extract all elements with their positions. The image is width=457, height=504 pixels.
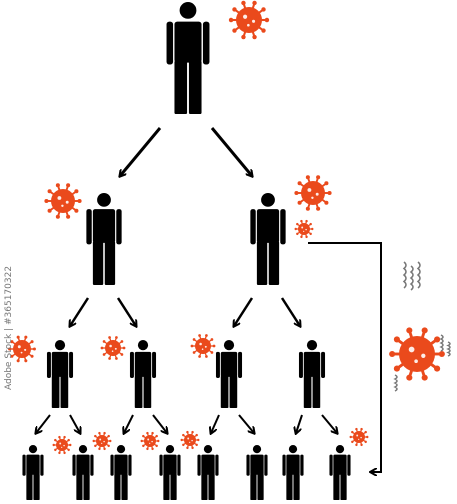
- virus-icon: [349, 427, 369, 447]
- heat-wave-icon: [393, 261, 451, 392]
- down-arrow-icon: [36, 414, 51, 433]
- person-icon: [86, 193, 122, 285]
- person-icon: [129, 340, 157, 408]
- person-icon: [329, 445, 351, 500]
- down-arrow-icon: [280, 297, 300, 326]
- down-arrow-icon: [124, 414, 134, 433]
- stock-watermark: Adobe Stock | #365170322: [4, 265, 18, 490]
- person-icon: [197, 445, 219, 500]
- virus-icon: [190, 334, 216, 358]
- person-icon: [46, 340, 74, 408]
- person-icon: [246, 445, 268, 500]
- person-icon: [110, 445, 132, 500]
- down-arrow-icon: [116, 297, 136, 326]
- virus-icon: [180, 430, 200, 450]
- down-arrow-icon: [152, 414, 167, 433]
- down-arrow-icon: [296, 414, 303, 433]
- person-icon: [298, 340, 326, 408]
- virus-icon: [100, 336, 126, 360]
- down-arrow-icon: [210, 127, 252, 176]
- down-arrow-icon: [238, 414, 254, 433]
- virus-icon: [140, 431, 160, 451]
- virus-icon: [294, 219, 314, 239]
- down-arrow-icon: [69, 414, 80, 433]
- person-icon: [159, 445, 181, 500]
- virus-icon: [294, 175, 332, 211]
- watermark-label: Adobe Stock | #365170322: [4, 265, 14, 390]
- virus-icon: [44, 183, 82, 219]
- down-arrow-icon: [120, 127, 162, 176]
- person-icon: [282, 445, 304, 500]
- person-icon: [215, 340, 243, 408]
- down-arrow-icon: [211, 414, 220, 433]
- person-icon: [166, 2, 210, 114]
- virus-icon: [8, 335, 36, 363]
- virus-icon: [52, 435, 72, 455]
- person-icon: [22, 445, 44, 500]
- virus-icon: [92, 431, 112, 451]
- down-arrow-icon: [70, 297, 90, 326]
- person-icon: [72, 445, 94, 500]
- down-arrow-icon: [234, 297, 254, 326]
- virus-icon: [228, 0, 270, 40]
- virus-icon: [389, 327, 445, 381]
- down-arrow-icon: [321, 414, 337, 433]
- person-icon: [250, 193, 286, 285]
